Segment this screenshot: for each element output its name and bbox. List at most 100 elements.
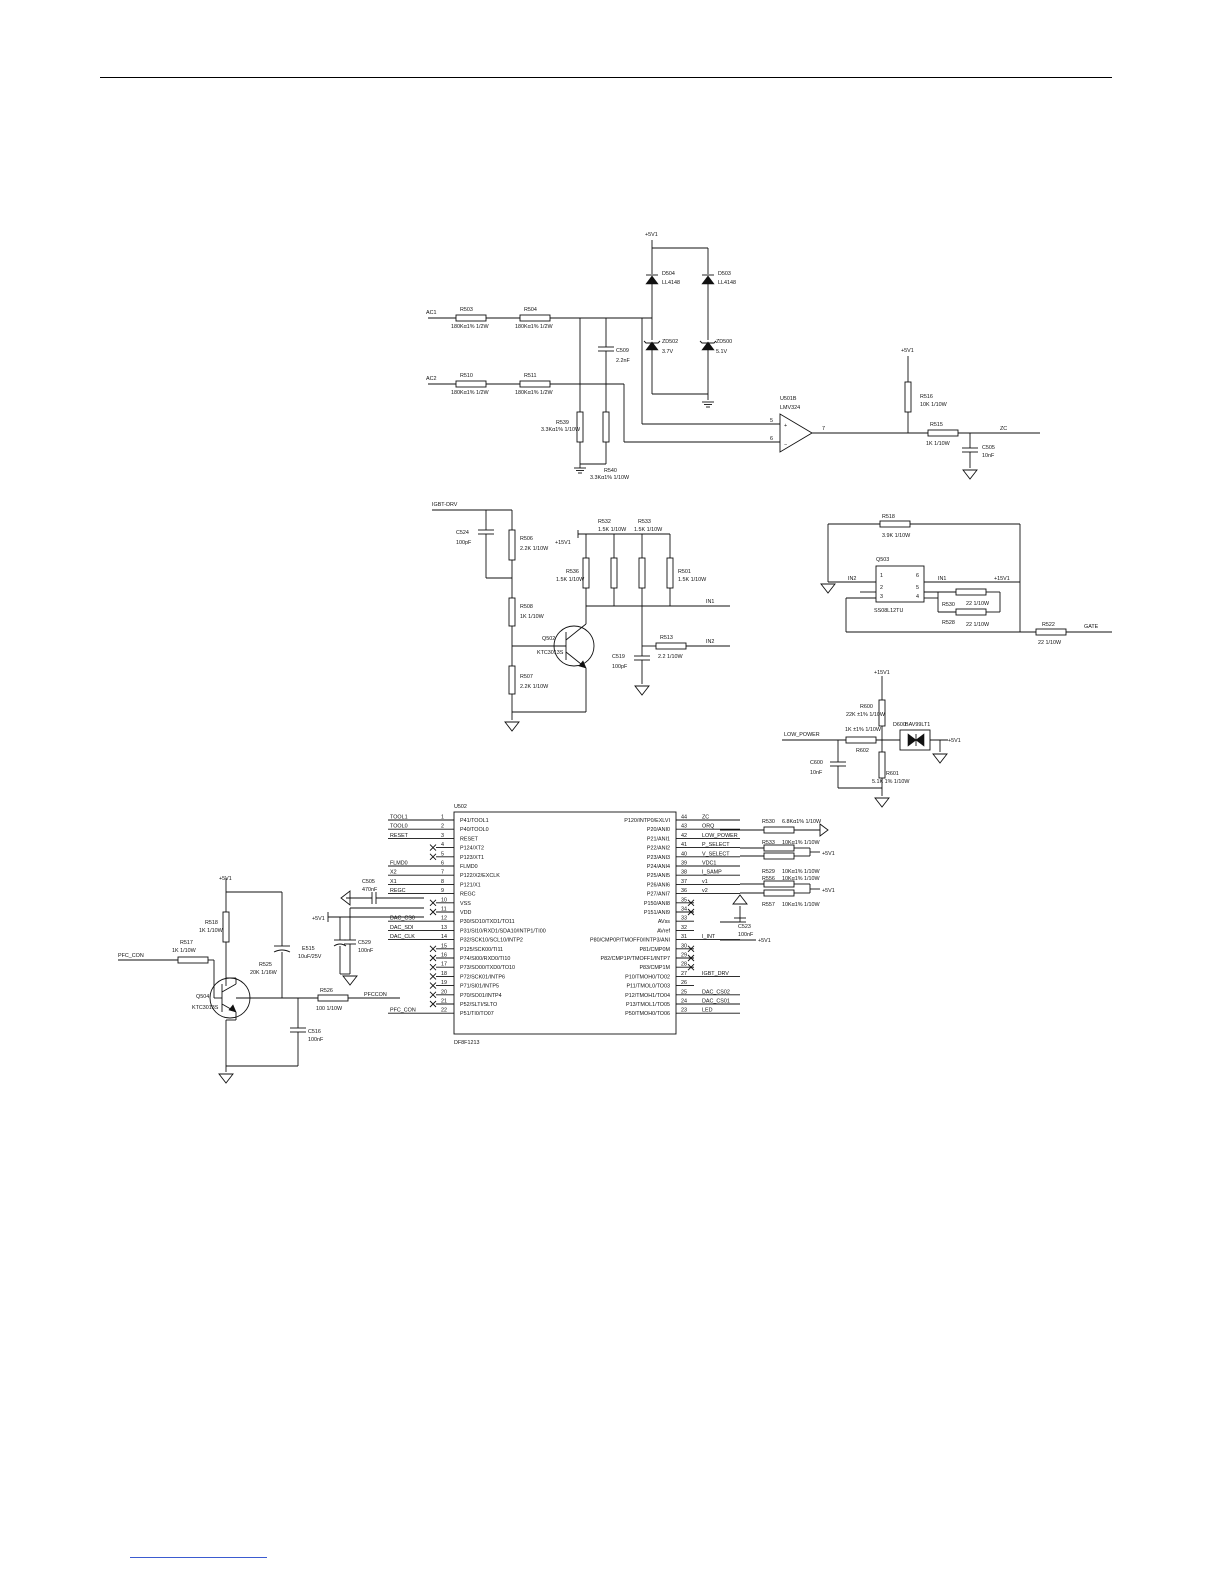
val-r507: 2.2K 1/10W [520, 684, 549, 690]
ref-q502: Q502 [542, 636, 555, 642]
mcu-pin-name: P21/ANI1 [647, 836, 670, 842]
val-c516: 100nF [308, 1037, 324, 1043]
resistor-r532 [610, 557, 618, 589]
mcu-pin-name: P123/XT1 [460, 855, 484, 861]
mcu-net-right: ORQ [702, 824, 714, 830]
mcu-pin-number: 35 [681, 897, 687, 903]
mcu-pin-number: 22 [441, 1008, 447, 1014]
mcu-pin-number: 4 [441, 842, 444, 848]
mcu-pin-number: 37 [681, 879, 687, 885]
mcu-pin-number: 6 [441, 861, 444, 867]
mcu-pin-name: P10/TMOH0/TO02 [625, 974, 670, 980]
resistor-r518-pfc [222, 911, 230, 943]
resistor-r516 [904, 381, 912, 413]
ref-d600: D600 [893, 722, 906, 728]
val-r515: 1K 1/10W [926, 441, 951, 447]
mcu-pin-name: REGC [460, 892, 476, 898]
val-d600: BAV99LT1 [905, 722, 930, 728]
mcu-pin-name: P41/TOOL1 [460, 818, 489, 824]
resistor-r518-gate [879, 520, 911, 528]
mcu-pin-name: VDD [460, 910, 471, 916]
mcu-pin-number: 10 [441, 897, 447, 903]
mcu-pin-number: 3 [441, 833, 444, 839]
mcu-pin-number: 25 [681, 989, 687, 995]
opamp-u501b [779, 413, 813, 453]
ref-r511: R511 [524, 373, 537, 379]
ref-r533: R533 [638, 519, 651, 525]
mcu-pin-number: 21 [441, 999, 447, 1005]
resistor-r522 [1035, 628, 1067, 636]
ref-r503: R503 [460, 307, 473, 313]
val-c505-mcu: 470nF [362, 887, 378, 893]
mcu-pin-number: 41 [681, 842, 687, 848]
resistor-r526 [317, 994, 349, 1002]
val-r536: 1.5K 1/10W [556, 577, 585, 583]
mcu-pin-name: P11/TMOL0/TO03 [626, 984, 670, 990]
ref-r528: R528 [942, 620, 955, 626]
mcu-pin-number: 23 [681, 1008, 687, 1014]
resistor-r536 [582, 557, 590, 589]
resistor-r533 [638, 557, 646, 589]
val-r503: 180Kα1% 1/2W [451, 324, 489, 330]
label-15v1-b: +15V1 [994, 576, 1010, 582]
mcu-pin-name: P40/TOOL0 [460, 827, 489, 833]
resistor-r513 [655, 642, 687, 650]
ref-r525: R525 [259, 962, 272, 968]
resistor-r530-mcu [763, 826, 795, 834]
val-r556: 10Kα1% 1/10W [782, 876, 820, 882]
val-r533-mcu: 10Kα1% 1/10W [782, 840, 820, 846]
mcu-pin-name: P22/ANI2 [647, 846, 670, 852]
val-zd502: 3.7V [662, 349, 673, 355]
gate-driver-circuit: R518 3.9K 1/10W Q503 SS08L12TU 1 2 3 6 5… [820, 514, 1112, 646]
val-r517: 1K 1/10W [172, 948, 197, 954]
val-r518-pfc: 1K 1/10W [199, 928, 224, 934]
ref-u501: U501B [780, 396, 797, 402]
mcu-pin-name: P125/SCK00/TI11 [460, 947, 503, 953]
ref-c509: C509 [616, 348, 629, 354]
mcu-net-right: DAC_CS02 [702, 989, 730, 995]
net-in2-a: IN2 [706, 639, 714, 645]
ref-r530-mcu: R530 [762, 819, 775, 825]
mcu-pin-number: 8 [441, 879, 444, 885]
q503-pin-4: 4 [916, 594, 919, 600]
mcu-pin-number: 38 [681, 870, 687, 876]
mcu-net-left: PFC_CON [390, 1008, 416, 1014]
mcu-net-right: I_SAMP [702, 870, 722, 876]
mcu-pin-name: P52/SLTI/SLTO [460, 1002, 497, 1008]
resistor-r507 [508, 665, 516, 695]
ref-r601: R601 [886, 771, 899, 777]
val-r600: 22K ±1% 1/10W [846, 712, 886, 718]
ref-c505-mcu: C505 [362, 879, 375, 885]
ref-c524: C524 [456, 530, 469, 536]
val-r528: 22 1/10W [966, 622, 990, 628]
resistor-r602 [845, 736, 877, 744]
mcu-pin-name: P151/ANI9 [644, 910, 670, 916]
mcu-pin-number: 13 [441, 925, 447, 931]
mcu-pin-name: AVref [657, 928, 670, 934]
label-ac2: AC2 [426, 376, 437, 382]
header-rule [100, 77, 1112, 78]
mcu-pin-name: P81/CMP0M [639, 947, 670, 953]
mcu-pin-name: P13/TMOL1/TO05 [626, 1002, 670, 1008]
net-pfc-con-a: PFC_CON [118, 953, 144, 959]
label-5v1-d: +5V1 [219, 876, 232, 882]
ref-q503: Q503 [876, 557, 889, 563]
ref-c529: C529 [358, 940, 371, 946]
val-r601: 5.1K 1% 1/10W [872, 779, 910, 785]
